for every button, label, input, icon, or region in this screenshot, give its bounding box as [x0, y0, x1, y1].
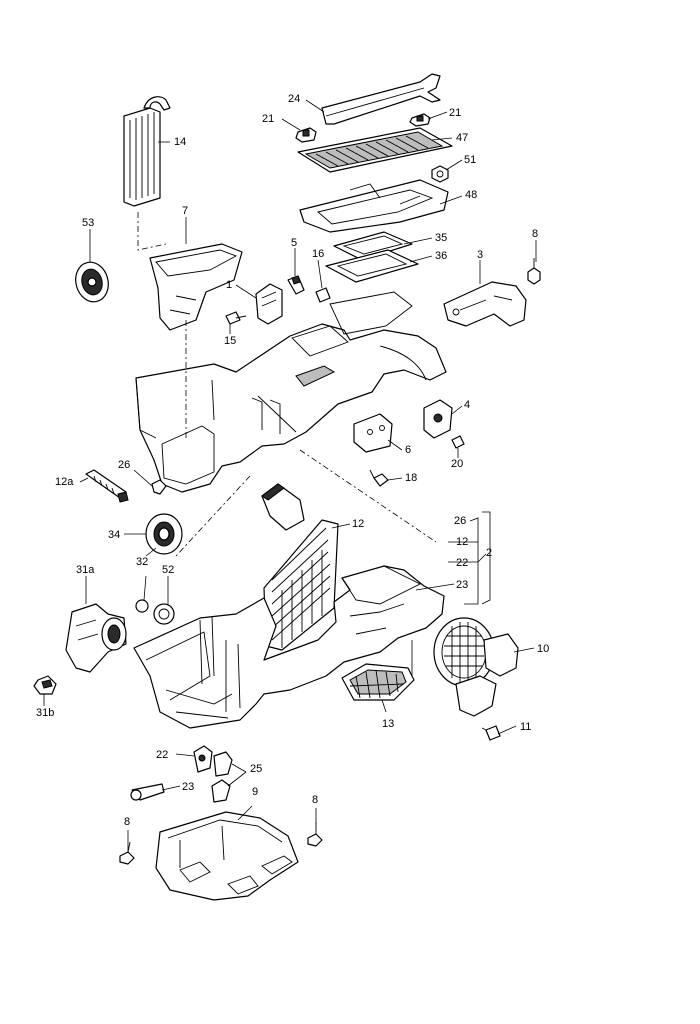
part-25-actuator-a — [213, 751, 233, 777]
callout-9: 9 — [252, 786, 258, 798]
part-15-screw — [225, 311, 247, 325]
callout-15: 15 — [224, 335, 236, 347]
part-48-filter-frame — [299, 179, 449, 233]
callout-6: 6 — [405, 444, 411, 456]
callout-32: 32 — [136, 556, 148, 568]
callout-14: 14 — [174, 136, 186, 148]
part-1-control-module — [255, 283, 283, 325]
part-5-sensor — [287, 275, 305, 295]
part-10-blower-motor — [433, 617, 519, 717]
part-12a-temperature-probe — [85, 469, 129, 503]
part-9-lower-cover — [155, 811, 299, 901]
part-47-pollen-filter — [297, 127, 453, 173]
assembly-lines — [137, 212, 437, 557]
part-35-seal — [333, 231, 413, 261]
callout-22-right: 22 — [456, 557, 468, 569]
part-8-bolt-lower-right — [307, 822, 323, 847]
callout-21-right: 21 — [449, 107, 461, 119]
callout-47: 47 — [456, 132, 468, 144]
part-22-actuator — [193, 745, 213, 773]
callout-labels: 24 21 21 14 47 51 48 7 53 5 16 35 36 3 8… — [36, 93, 549, 828]
lower-hvac-housing — [133, 565, 445, 729]
part-18-screw — [369, 469, 389, 487]
part-4-actuator — [423, 399, 453, 439]
part-23-lever — [130, 783, 165, 801]
callout-22-lower: 22 — [156, 749, 168, 761]
callout-20: 20 — [451, 458, 463, 470]
part-21-clip-right — [409, 113, 431, 127]
callout-2: 2 — [486, 547, 492, 559]
callout-24: 24 — [288, 93, 300, 105]
part-8-bolt-lower-left — [119, 841, 135, 865]
callout-23-right: 23 — [456, 579, 468, 591]
callout-8-upper: 8 — [532, 228, 538, 240]
callout-52: 52 — [162, 564, 174, 576]
part-26-clip — [151, 479, 167, 495]
callout-10: 10 — [537, 643, 549, 655]
callout-26-left: 26 — [118, 459, 130, 471]
part-51-nut — [431, 165, 449, 183]
part-25-actuator-b — [211, 779, 231, 803]
callout-35: 35 — [435, 232, 447, 244]
part-6-bracket-plate — [353, 413, 393, 453]
callout-53: 53 — [82, 217, 94, 229]
part-13-drain-filter — [341, 663, 415, 701]
callout-5: 5 — [291, 237, 297, 249]
callout-12a: 12a — [55, 476, 74, 488]
callout-13: 13 — [382, 718, 394, 730]
callout-4: 4 — [464, 399, 470, 411]
part-52-plug — [135, 599, 149, 613]
callout-8-lower-right: 8 — [312, 794, 318, 806]
callout-34: 34 — [108, 529, 120, 541]
part-3-bracket — [443, 281, 527, 327]
callout-3: 3 — [477, 249, 483, 261]
callout-12: 12 — [352, 518, 364, 530]
part-31b-cap — [33, 675, 57, 695]
part-36-seal — [325, 249, 419, 283]
part-11-screw — [481, 725, 501, 741]
part-20-screw — [451, 435, 465, 449]
part-34-grommet-ring — [145, 513, 183, 555]
part-24-cowl-strip — [321, 73, 441, 125]
callout-51: 51 — [464, 154, 476, 166]
callout-8-lower-left: 8 — [124, 816, 130, 828]
part-14-heater-core — [123, 96, 171, 207]
part-7-upper-duct — [149, 243, 243, 331]
leader-lines — [43, 99, 537, 852]
callout-25: 25 — [250, 763, 262, 775]
upper-hvac-housing — [135, 291, 447, 493]
callout-7: 7 — [182, 205, 188, 217]
part-52-bearing — [153, 603, 175, 625]
part-31a-air-outlet — [65, 603, 127, 673]
callout-23-lower: 23 — [182, 781, 194, 793]
callout-31a: 31a — [76, 564, 95, 576]
callout-12-right: 12 — [456, 536, 468, 548]
callout-36: 36 — [435, 250, 447, 262]
callout-18: 18 — [405, 472, 417, 484]
part-8-bolt-upper — [527, 258, 541, 285]
callout-26-right: 26 — [454, 515, 466, 527]
callout-21-left: 21 — [262, 113, 274, 125]
part-16-grommet — [315, 287, 331, 303]
part-21-clip-left — [295, 127, 317, 143]
callout-48: 48 — [465, 189, 477, 201]
callout-16: 16 — [312, 248, 324, 260]
callout-1: 1 — [226, 279, 232, 291]
callout-11: 11 — [520, 721, 531, 733]
callout-31b: 31b — [36, 707, 54, 719]
part-53-round-cover — [75, 261, 109, 303]
